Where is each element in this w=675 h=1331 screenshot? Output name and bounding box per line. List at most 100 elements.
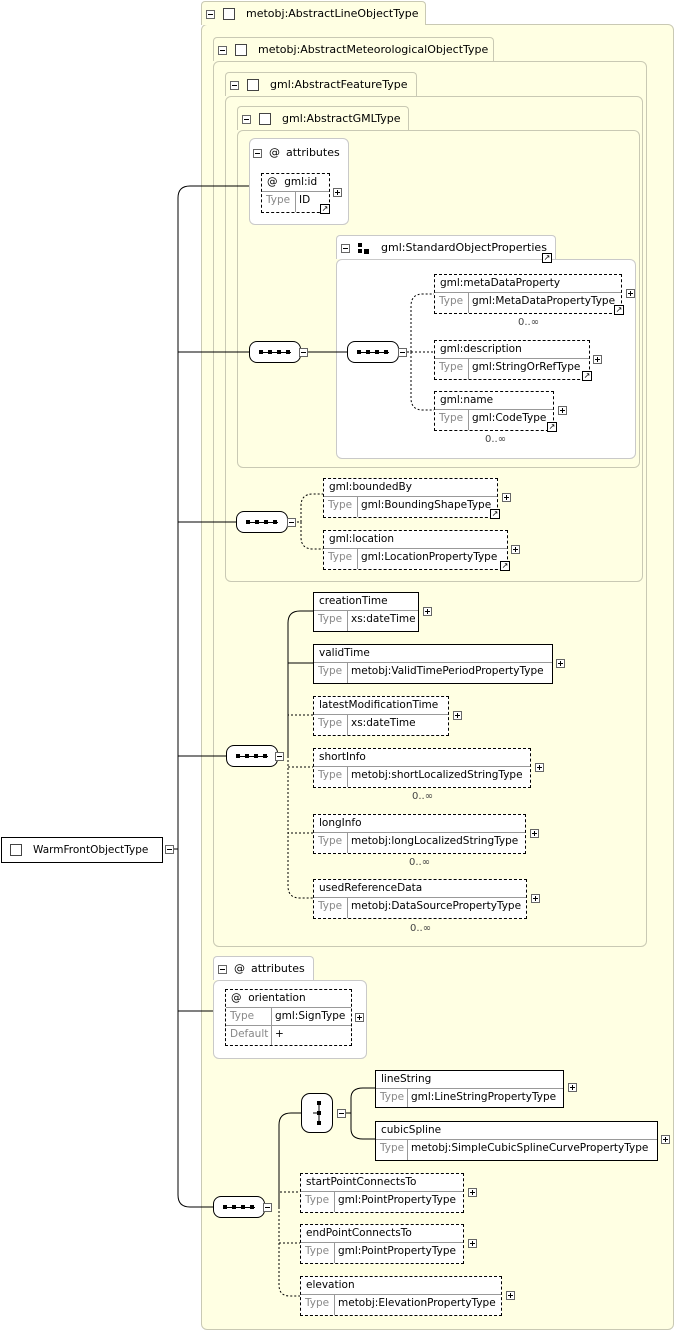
- attribute-at-icon: @: [231, 992, 242, 1004]
- collapse-toggle[interactable]: [218, 965, 227, 974]
- element-startpointconnectsto[interactable]: startPointConnectsTo Type gml:PointPrope…: [300, 1173, 464, 1213]
- expand-toggle[interactable]: [355, 1013, 364, 1022]
- attribute-orientation[interactable]: @ orientation Type gml:SignType Default …: [225, 989, 352, 1046]
- type-title: metobj:AbstractLineObjectType: [246, 7, 419, 20]
- expand-toggle[interactable]: [531, 894, 540, 903]
- expand-toggle[interactable]: [333, 188, 342, 197]
- sequence-compositor[interactable]: [249, 341, 301, 363]
- collapse-toggle[interactable]: [275, 752, 284, 761]
- element-shortinfo[interactable]: shortInfo Type metobj:shortLocalizedStri…: [313, 748, 531, 788]
- collapse-toggle[interactable]: [287, 518, 296, 527]
- collapse-toggle[interactable]: [337, 1109, 346, 1118]
- expand-toggle[interactable]: [530, 829, 539, 838]
- type-label: Type: [266, 194, 291, 206]
- type-label: Type: [439, 361, 464, 373]
- attribute-default: +: [275, 1028, 284, 1040]
- expand-toggle[interactable]: [558, 406, 567, 415]
- sequence-compositor[interactable]: [213, 1196, 265, 1218]
- expand-toggle[interactable]: [556, 659, 565, 668]
- element-type: metobj:longLocalizedStringType: [351, 835, 519, 847]
- attributes-label: attributes: [251, 962, 305, 975]
- group-icon: [358, 243, 369, 254]
- type-link-icon[interactable]: ↗: [500, 561, 510, 571]
- type-label: Type: [318, 665, 343, 677]
- sequence-compositor[interactable]: [347, 341, 399, 363]
- choice-compositor[interactable]: [301, 1093, 333, 1133]
- cardinality: 0..∞: [409, 857, 431, 868]
- expand-toggle[interactable]: [423, 607, 432, 616]
- type-link-icon[interactable]: ↗: [490, 509, 500, 519]
- type-label: Type: [328, 499, 353, 511]
- expand-toggle[interactable]: [468, 1239, 477, 1248]
- cardinality: 0..∞: [518, 317, 540, 328]
- complex-type-icon: [259, 113, 271, 125]
- element-linestring[interactable]: lineString Type gml:LineStringPropertyTy…: [375, 1070, 564, 1108]
- expand-toggle[interactable]: [453, 711, 462, 720]
- element-latestmodificationtime[interactable]: latestModificationTime Type xs:dateTime: [313, 696, 449, 736]
- sequence-compositor[interactable]: [236, 511, 288, 533]
- group-link-icon[interactable]: ↗: [542, 253, 552, 263]
- type-label: Type: [305, 1194, 330, 1206]
- type-label: Type: [230, 1010, 255, 1022]
- attribute-at-icon: @: [267, 176, 278, 188]
- type-label: Type: [439, 295, 464, 307]
- element-endpointconnectsto[interactable]: endPointConnectsTo Type gml:PointPropert…: [300, 1224, 464, 1264]
- element-usedreferencedata[interactable]: usedReferenceData Type metobj:DataSource…: [313, 879, 527, 919]
- type-label: Type: [305, 1297, 330, 1309]
- type-link-icon[interactable]: ↗: [320, 204, 330, 214]
- attribute-gml-id[interactable]: @ gml:id Type ID: [261, 173, 330, 213]
- element-gml-boundedby[interactable]: gml:boundedBy Type gml:BoundingShapeType: [323, 478, 498, 518]
- element-gml-location[interactable]: gml:location Type gml:LocationPropertyTy…: [323, 530, 508, 570]
- expand-toggle[interactable]: [468, 1188, 477, 1197]
- type-label: Type: [318, 900, 343, 912]
- element-creationtime[interactable]: creationTime Type xs:dateTime: [313, 592, 419, 632]
- collapse-toggle[interactable]: [299, 348, 308, 357]
- collapse-toggle[interactable]: [218, 46, 227, 55]
- collapse-toggle[interactable]: [230, 81, 239, 90]
- sequence-compositor[interactable]: [226, 745, 278, 767]
- type-link-icon[interactable]: ↗: [582, 371, 592, 381]
- collapse-toggle[interactable]: [341, 244, 350, 253]
- attribute-type: gml:SignType: [275, 1010, 346, 1022]
- element-gml-metadataproperty[interactable]: gml:metaDataProperty Type gml:MetaDataPr…: [434, 274, 622, 314]
- expand-toggle[interactable]: [593, 355, 602, 364]
- type-title: metobj:AbstractMeteorologicalObjectType: [258, 43, 489, 56]
- element-longinfo[interactable]: longInfo Type metobj:longLocalizedString…: [313, 814, 526, 854]
- collapse-toggle[interactable]: [398, 348, 407, 357]
- expand-toggle[interactable]: [502, 493, 511, 502]
- line-object-tab: metobj:AbstractLineObjectType: [201, 1, 426, 25]
- attribute-at-icon: @: [234, 962, 245, 975]
- complex-type-icon: [223, 8, 235, 20]
- attribute-type: ID: [299, 194, 311, 206]
- element-type: gml:PointPropertyType: [338, 1245, 456, 1257]
- type-link-icon[interactable]: ↗: [547, 422, 557, 432]
- type-link-icon[interactable]: ↗: [614, 305, 624, 315]
- type-title: gml:AbstractGMLType: [282, 112, 401, 125]
- root-element[interactable]: WarmFrontObjectType: [1, 837, 163, 863]
- element-type: xs:dateTime: [351, 717, 416, 729]
- type-label: Type: [318, 769, 343, 781]
- collapse-toggle[interactable]: [253, 149, 262, 158]
- expand-toggle[interactable]: [661, 1135, 670, 1144]
- element-elevation[interactable]: elevation Type metobj:ElevationPropertyT…: [300, 1276, 502, 1316]
- meteo-object-tab: metobj:AbstractMeteorologicalObjectType: [213, 37, 494, 61]
- collapse-toggle[interactable]: [206, 10, 215, 19]
- expand-toggle[interactable]: [626, 289, 635, 298]
- collapse-toggle[interactable]: [242, 115, 251, 124]
- element-type: metobj:SimpleCubicSplineCurvePropertyTyp…: [411, 1142, 649, 1154]
- element-cubicspline[interactable]: cubicSpline Type metobj:SimpleCubicSplin…: [375, 1121, 658, 1161]
- type-label: Type: [439, 412, 464, 424]
- expand-toggle[interactable]: [506, 1291, 515, 1300]
- collapse-toggle[interactable]: [165, 845, 174, 854]
- cardinality: 0..∞: [485, 434, 507, 445]
- expand-toggle[interactable]: [511, 545, 520, 554]
- collapse-toggle[interactable]: [263, 1203, 272, 1212]
- element-type: metobj:shortLocalizedStringType: [351, 769, 523, 781]
- expand-toggle[interactable]: [535, 763, 544, 772]
- expand-toggle[interactable]: [568, 1083, 577, 1092]
- element-validtime[interactable]: validTime Type metobj:ValidTimePeriodPro…: [313, 644, 553, 684]
- element-gml-description[interactable]: gml:description Type gml:StringOrRefType: [434, 340, 590, 380]
- type-label: Type: [380, 1091, 405, 1103]
- element-gml-name[interactable]: gml:name Type gml:CodeType: [434, 391, 554, 431]
